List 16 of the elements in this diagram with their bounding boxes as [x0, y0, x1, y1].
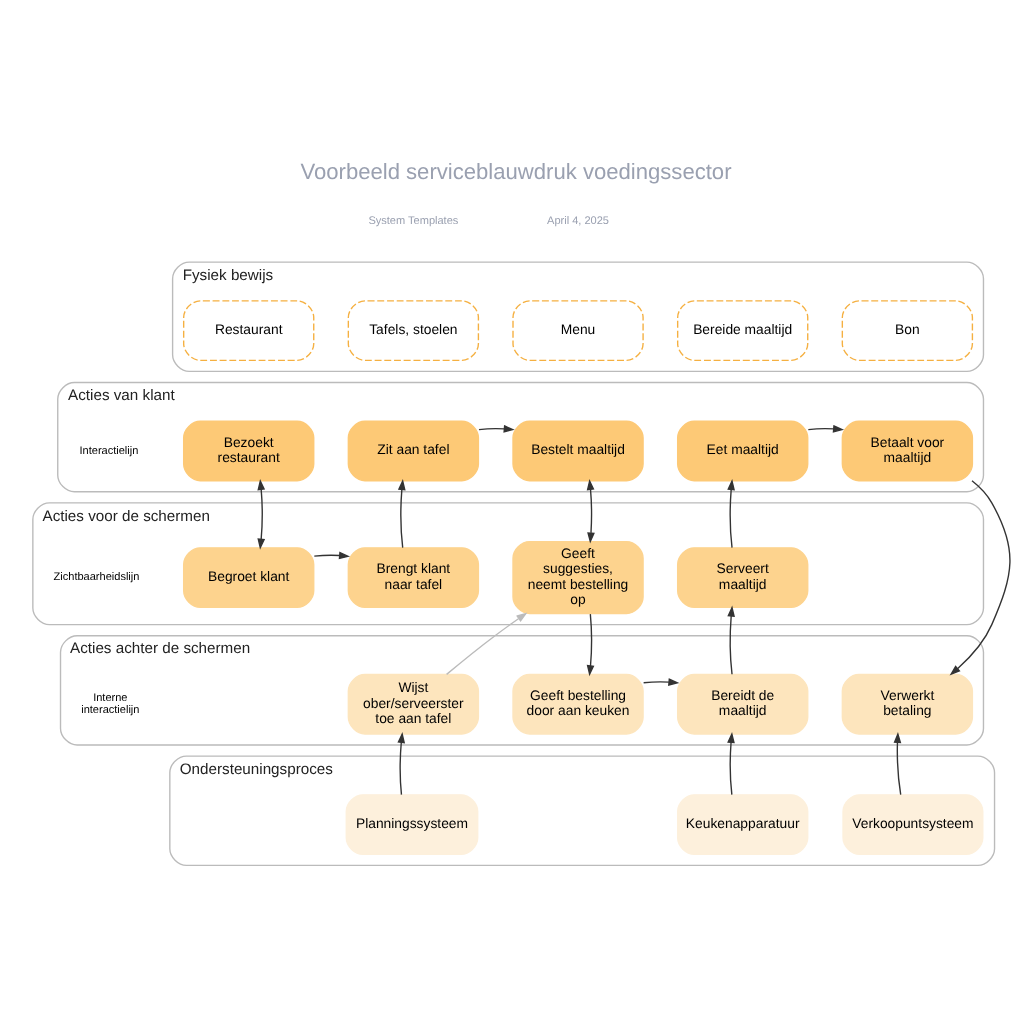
arrow [642, 678, 680, 686]
arrow [586, 613, 595, 677]
arrow [727, 731, 735, 796]
arrow [397, 479, 406, 549]
arrow [313, 551, 351, 560]
arrow [257, 479, 266, 550]
arrow [949, 480, 1011, 676]
arrow [397, 731, 406, 796]
arrow [445, 612, 528, 676]
arrow [807, 424, 845, 433]
arrow [478, 424, 515, 433]
arrow [893, 731, 902, 796]
arrow [727, 605, 735, 675]
arrow [727, 479, 735, 549]
arrow [586, 479, 595, 544]
diagram-title: Voorbeeld serviceblauwdruk voedingssector [300, 160, 732, 185]
